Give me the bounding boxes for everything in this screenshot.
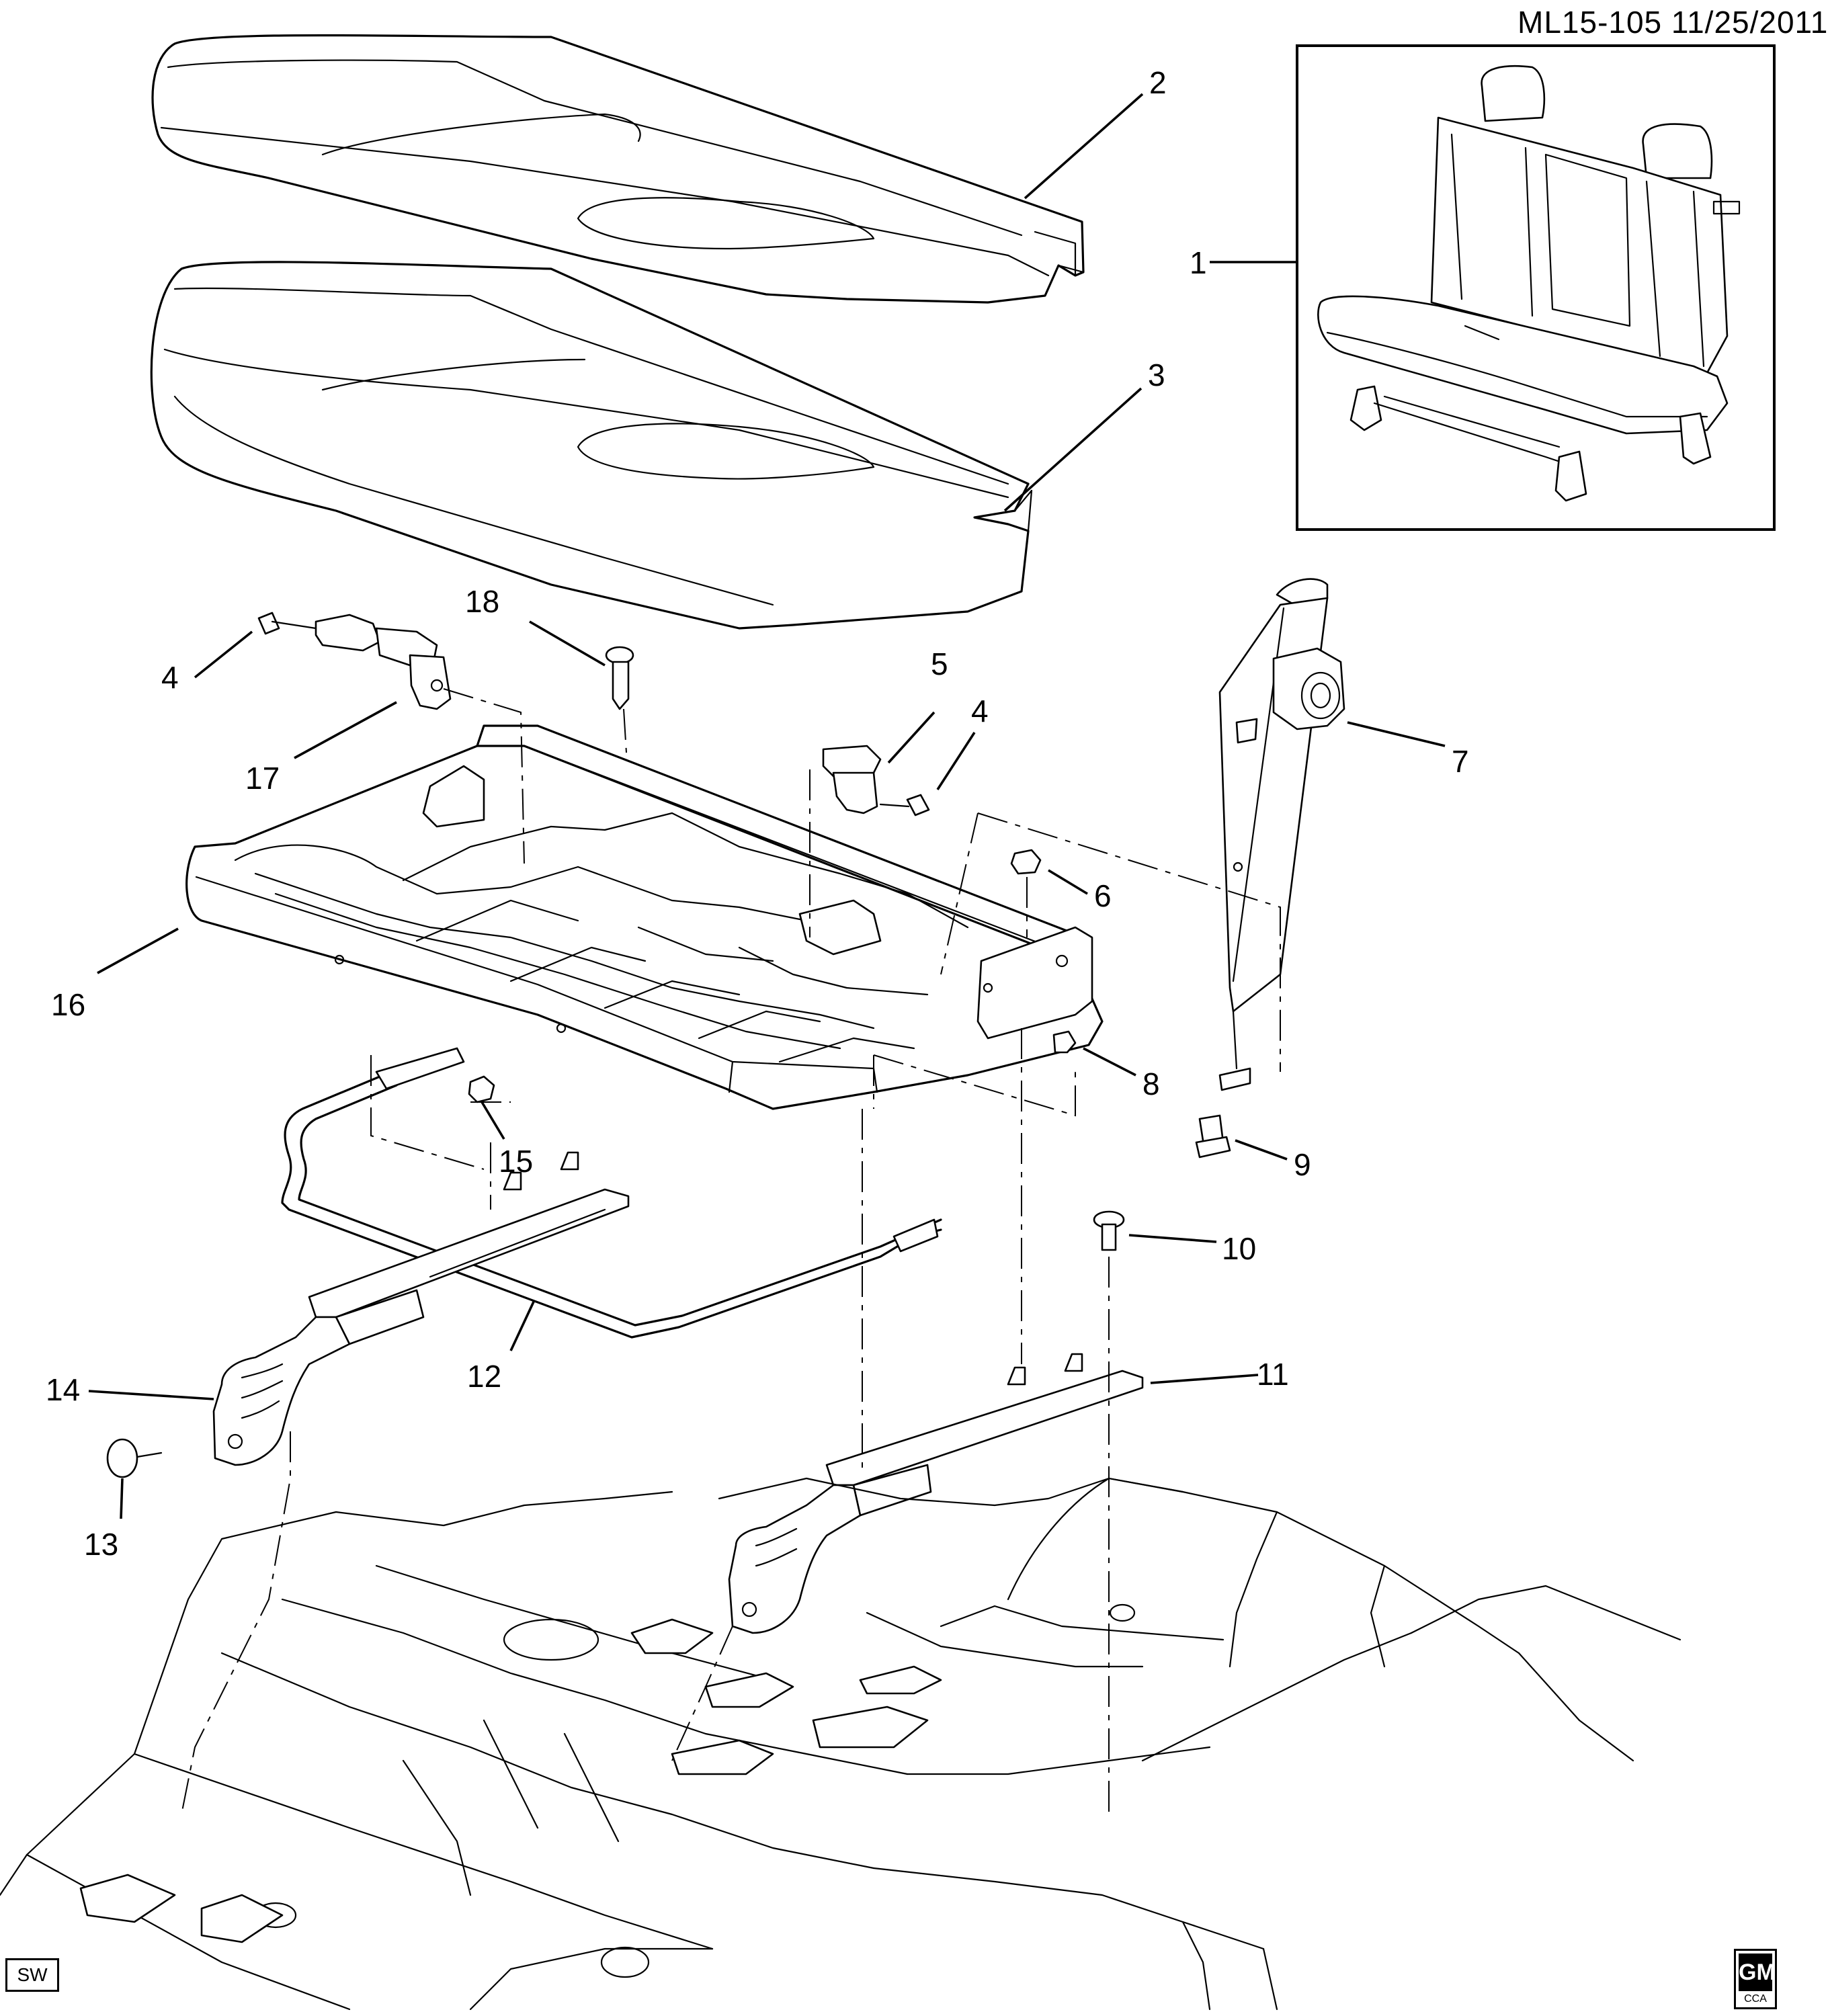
seat-belt-buckle-left — [315, 614, 452, 710]
callout-7: 7 — [1452, 744, 1469, 779]
hardware-bolts — [106, 612, 1231, 1478]
callout-8: 8 — [1142, 1066, 1160, 1101]
callout-3: 3 — [1148, 358, 1165, 392]
callout-6: 6 — [1094, 878, 1112, 913]
document-code: ML15-105 11/25/2011 — [1518, 5, 1828, 40]
callout-17: 17 — [245, 761, 280, 796]
gm-logo-caption: CCA — [1744, 1993, 1767, 2005]
seat-belt-buckle-center — [822, 745, 882, 814]
cross-tube — [281, 1047, 942, 1339]
exploded-parts-diagram — [0, 34, 1776, 2011]
callout-10: 10 — [1222, 1231, 1257, 1266]
leader-lines — [88, 93, 1446, 1519]
seat-belt-retractor — [1218, 578, 1345, 1091]
callout-4-right: 4 — [971, 694, 989, 728]
seat-adjuster-right — [728, 1353, 1144, 1634]
callout-12: 12 — [467, 1359, 502, 1394]
gm-logo-mark: GM — [1739, 1954, 1776, 1991]
gm-logo: GM CCA — [1734, 1949, 1777, 2009]
seat-frame — [185, 724, 1104, 1110]
callout-9: 9 — [1294, 1147, 1311, 1182]
callout-5: 5 — [931, 646, 948, 681]
callout-16: 16 — [51, 987, 86, 1022]
floor-pan — [0, 1477, 1681, 2011]
callout-11: 11 — [1257, 1357, 1289, 1392]
callout-15: 15 — [499, 1144, 534, 1179]
seat-adjuster-left — [212, 1151, 630, 1466]
seat-cushion-cover — [151, 34, 1085, 304]
callout-4-left: 4 — [161, 660, 179, 695]
sw-badge: SW — [5, 1958, 59, 1992]
callout-13: 13 — [84, 1527, 119, 1562]
callout-2: 2 — [1149, 65, 1167, 100]
alignment-lines — [181, 688, 1281, 1815]
callout-14: 14 — [46, 1372, 81, 1407]
seat-cushion-pad — [150, 261, 1033, 630]
callout-18: 18 — [465, 584, 500, 619]
inset-complete-seat — [1296, 44, 1776, 531]
callout-1: 1 — [1190, 245, 1207, 280]
